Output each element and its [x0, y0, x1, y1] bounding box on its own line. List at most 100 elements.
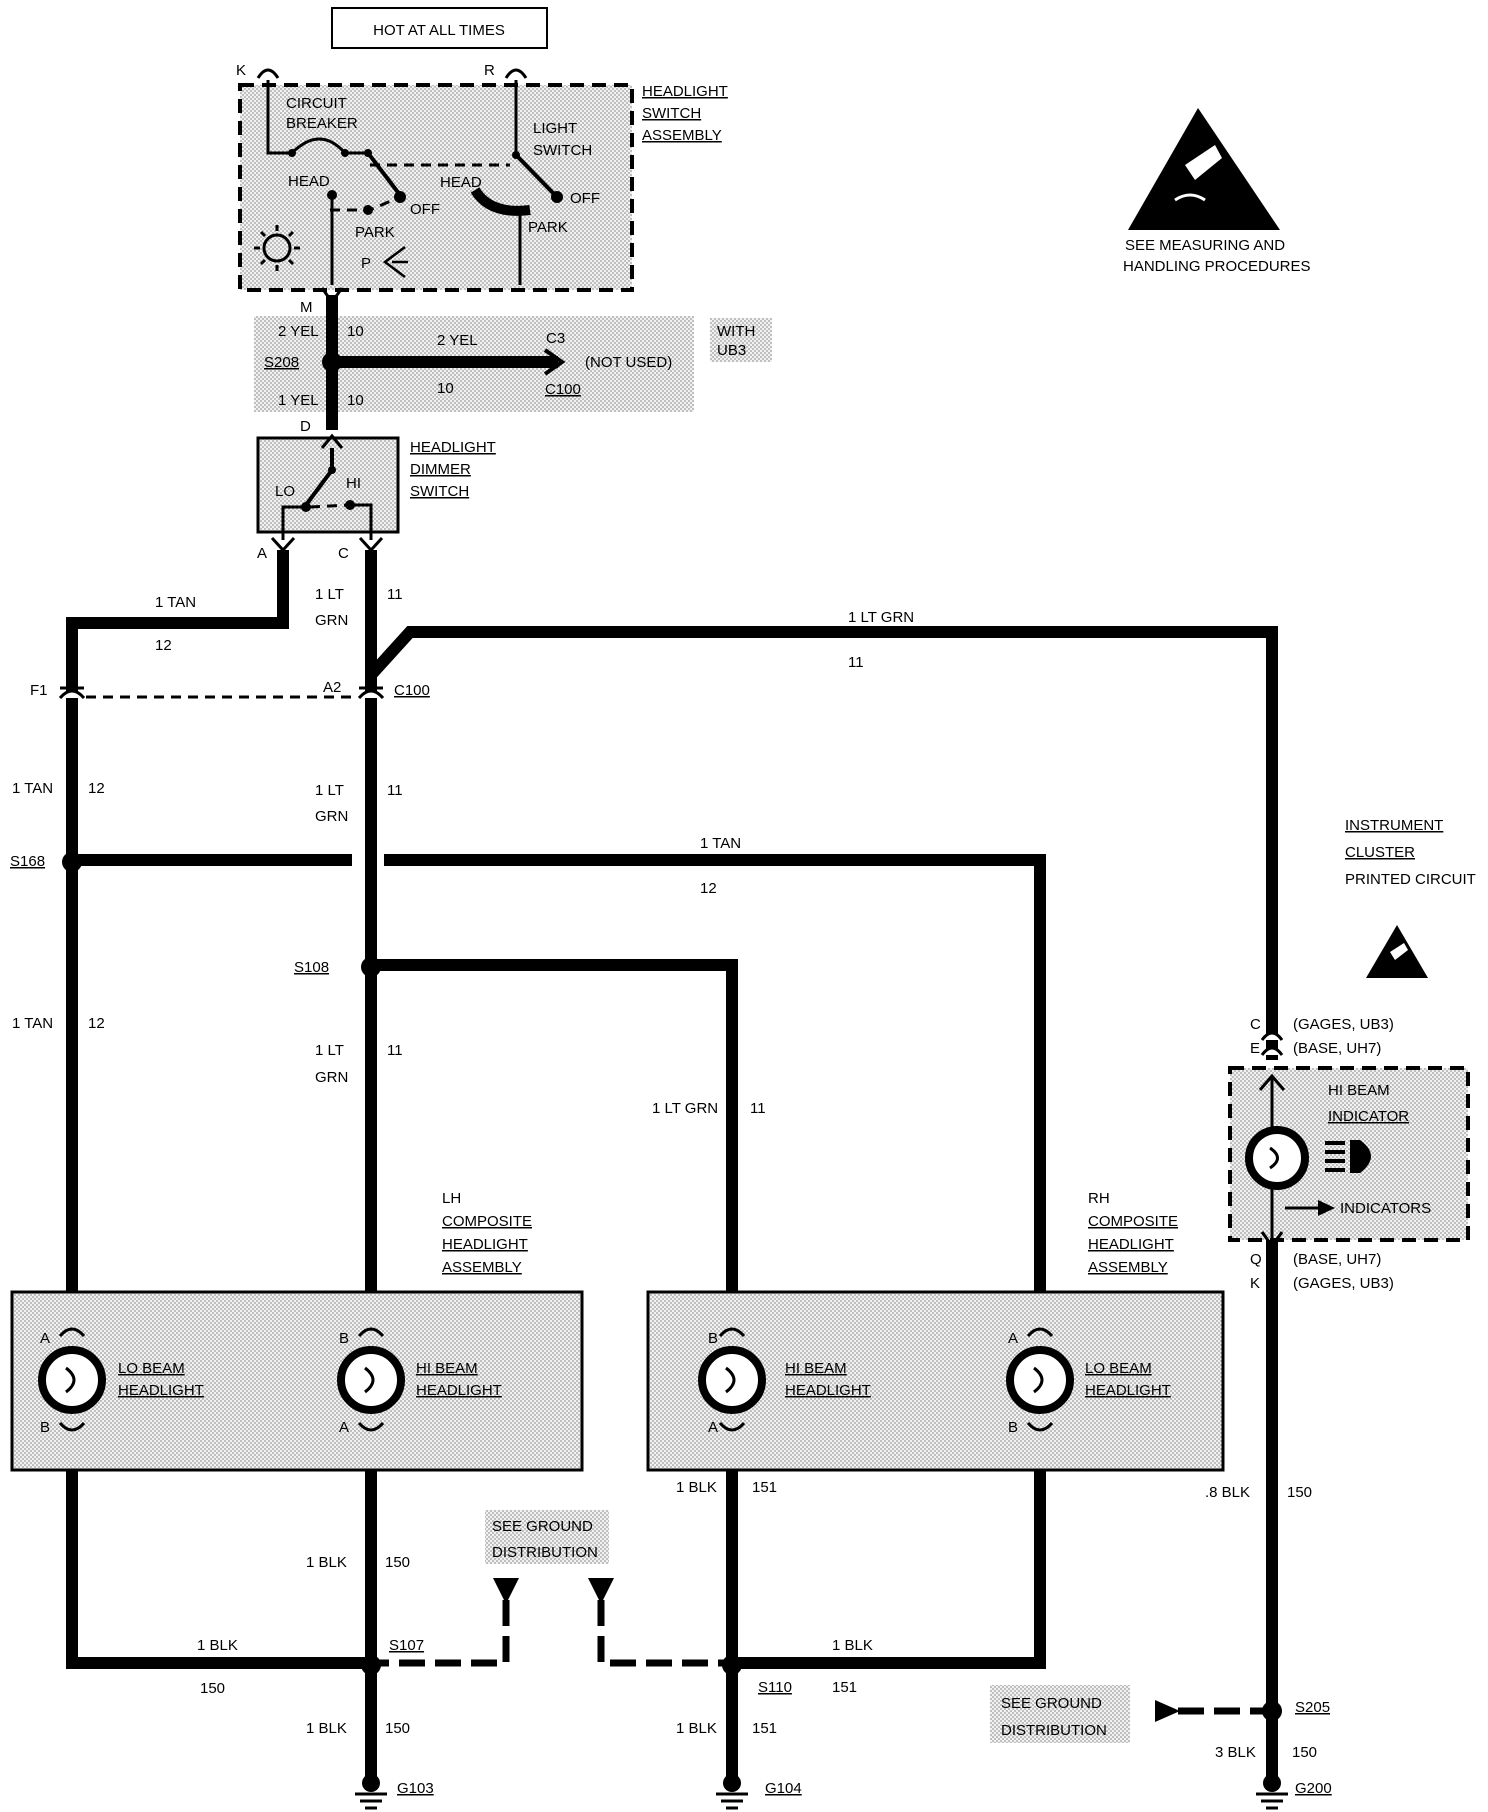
connector-a2: [357, 686, 385, 700]
dimmer-title1: HEADLIGHT: [410, 439, 496, 456]
splice-s108-dot: [361, 957, 381, 977]
park-left-label: PARK: [355, 224, 395, 241]
pin-k-label: K: [236, 62, 246, 79]
tan-wire-label-low: 1 TAN: [12, 1015, 53, 1032]
g104-wire: 1 BLK: [676, 1720, 717, 1737]
rh-lo-beam-bulb: A B LO BEAM HEADLIGHT: [1006, 1327, 1171, 1436]
ltgrn-right-wire-label: 1 LT GRN: [848, 609, 914, 626]
tan-wire-label-top: 1 TAN: [155, 594, 196, 611]
off-right-label: OFF: [570, 190, 600, 207]
g200-wire: 3 BLK: [1215, 1744, 1256, 1761]
light-switch-label1: LIGHT: [533, 120, 577, 137]
dimmer-pin-d: D: [300, 418, 311, 435]
ltgrn-branch-circuit: 11: [750, 1100, 766, 1117]
with-label2: UB3: [717, 342, 746, 359]
ground-g103-icon: [355, 1774, 387, 1810]
dimmer-lo-label: LO: [275, 483, 295, 500]
headlight-switch-assembly: HEADLIGHT SWITCH ASSEMBLY K R CIRCUIT BR…: [236, 62, 728, 292]
s208-top-circuit: 10: [347, 323, 364, 340]
ltgrn-circuit-label-top: 11: [387, 586, 403, 603]
ltgrn-wire-label-mid2: GRN: [315, 808, 348, 825]
tan-circuit-label-mid: 12: [88, 780, 105, 797]
tan-wire-label-mid: 1 TAN: [12, 780, 53, 797]
lh-blk-circuit: 150: [385, 1554, 410, 1571]
lh-title2: COMPOSITE: [442, 1213, 532, 1230]
cluster-pin-e-note: (BASE, UH7): [1293, 1040, 1381, 1057]
with-label1: WITH: [717, 323, 755, 340]
s208-top-wire: 2 YEL: [278, 323, 319, 340]
lh-composite-headlight-assembly: LH COMPOSITE HEADLIGHT ASSEMBLY A B LO B…: [10, 1190, 584, 1472]
splice-s208-label: S208: [264, 354, 299, 371]
cluster-pin-q: Q: [1250, 1251, 1262, 1268]
indicators-label: INDICATORS: [1340, 1200, 1431, 1217]
head-left-label: HEAD: [288, 173, 330, 190]
tan-circuit-label-top: 12: [155, 637, 172, 654]
lh-hi-label2: HEADLIGHT: [416, 1382, 502, 1399]
headlight-switch-title2: SWITCH: [642, 105, 701, 122]
s208-branch-wire: 2 YEL: [437, 332, 478, 349]
ltgrn-branch-wire: 1 LT GRN: [652, 1100, 718, 1117]
ltgrn-wire-label-top1: 1 LT: [315, 586, 344, 603]
ground-distribution-arrow-left: [493, 1578, 519, 1604]
dimmer-pin-a: A: [257, 545, 267, 562]
g104-circuit: 151: [752, 1720, 777, 1737]
cluster-title2: CLUSTER: [1345, 844, 1415, 861]
circuit-breaker-label2: BREAKER: [286, 115, 358, 132]
lh-hi-label1: HI BEAM: [416, 1360, 478, 1377]
rh-hi-beam-bulb: B A HI BEAM HEADLIGHT: [698, 1327, 871, 1436]
head-right-label: HEAD: [440, 174, 482, 191]
rh-lo-pin-bot: B: [1008, 1419, 1018, 1436]
light-switch-label2: SWITCH: [533, 142, 592, 159]
rh-title3: HEADLIGHT: [1088, 1236, 1174, 1253]
ground-circuits: 1 BLK 150 1 BLK 151 .8 BLK 150 SEE GROUN…: [197, 1479, 1332, 1810]
headlight-switch-title3: ASSEMBLY: [642, 127, 722, 144]
lh-lo-pin-top: A: [40, 1330, 50, 1347]
lh-hi-beam-bulb: B A HI BEAM HEADLIGHT: [337, 1327, 502, 1436]
c3-label: C3: [546, 330, 565, 347]
s107-branch-circuit: 150: [200, 1680, 225, 1697]
pin-k-terminal: [256, 68, 280, 79]
ground-distribution-arrow-right: [588, 1578, 614, 1604]
rh-lo-label2: HEADLIGHT: [1085, 1382, 1171, 1399]
park-lamp-icon: [382, 246, 408, 278]
rh-title1: RH: [1088, 1190, 1110, 1207]
ltgrn-wire-label-low1: 1 LT: [315, 1042, 344, 1059]
rh-blk-wire: 1 BLK: [676, 1479, 717, 1496]
ltgrn-wire-label-mid1: 1 LT: [315, 782, 344, 799]
ground-g200-label: G200: [1295, 1780, 1332, 1797]
hot-at-all-times-box: HOT AT ALL TIMES: [331, 7, 548, 49]
ground-g104-icon: [716, 1774, 748, 1810]
s208-bottom-circuit: 10: [347, 392, 364, 409]
ground-g200-icon: [1256, 1774, 1288, 1810]
splice-s110-dot: [722, 1655, 742, 1675]
c100-label-top: C100: [545, 381, 581, 398]
rh-hi-label2: HEADLIGHT: [785, 1382, 871, 1399]
pin-m-label: M: [300, 299, 313, 316]
ground-g103-label: G103: [397, 1780, 434, 1797]
rh-hi-pin-bot: A: [708, 1419, 718, 1436]
tan-circuit-label-low: 12: [88, 1015, 105, 1032]
ground-distribution-arrow-s205: [1155, 1700, 1180, 1722]
cluster-pin-k: K: [1250, 1275, 1260, 1292]
rh-blk-circuit: 151: [752, 1479, 777, 1496]
s107-branch-wire: 1 BLK: [197, 1637, 238, 1654]
dimmer-pin-c: C: [338, 545, 349, 562]
esd-notice-line2: HANDLING PROCEDURES: [1123, 258, 1311, 275]
hi-beam-symbol-icon: [1325, 1140, 1371, 1173]
rh-composite-headlight-assembly: RH COMPOSITE HEADLIGHT ASSEMBLY B A HI B…: [646, 1190, 1225, 1472]
upper-wire-labels: 1 TAN 12 1 LT GRN 11 1 LT GRN 11 F1 A2 C…: [30, 586, 914, 700]
s110-branch-circuit: 151: [832, 1679, 857, 1696]
pin-r-label: R: [484, 62, 495, 79]
headlight-icon: [254, 225, 300, 271]
lh-hi-pin-top: B: [339, 1330, 349, 1347]
dimmer-title2: DIMMER: [410, 461, 471, 478]
splice-s107-dot: [361, 1655, 381, 1675]
rh-title2: COMPOSITE: [1088, 1213, 1178, 1230]
ltgrn-right-circuit-label: 11: [848, 654, 864, 671]
dimmer-hi-label: HI: [346, 475, 361, 492]
see-ground-label3: SEE GROUND: [1001, 1695, 1102, 1712]
s168-branch-wire: 1 TAN: [700, 835, 741, 852]
hi-beam-indicator-label2: INDICATOR: [1328, 1108, 1409, 1125]
splice-s168-label: S168: [10, 853, 45, 870]
